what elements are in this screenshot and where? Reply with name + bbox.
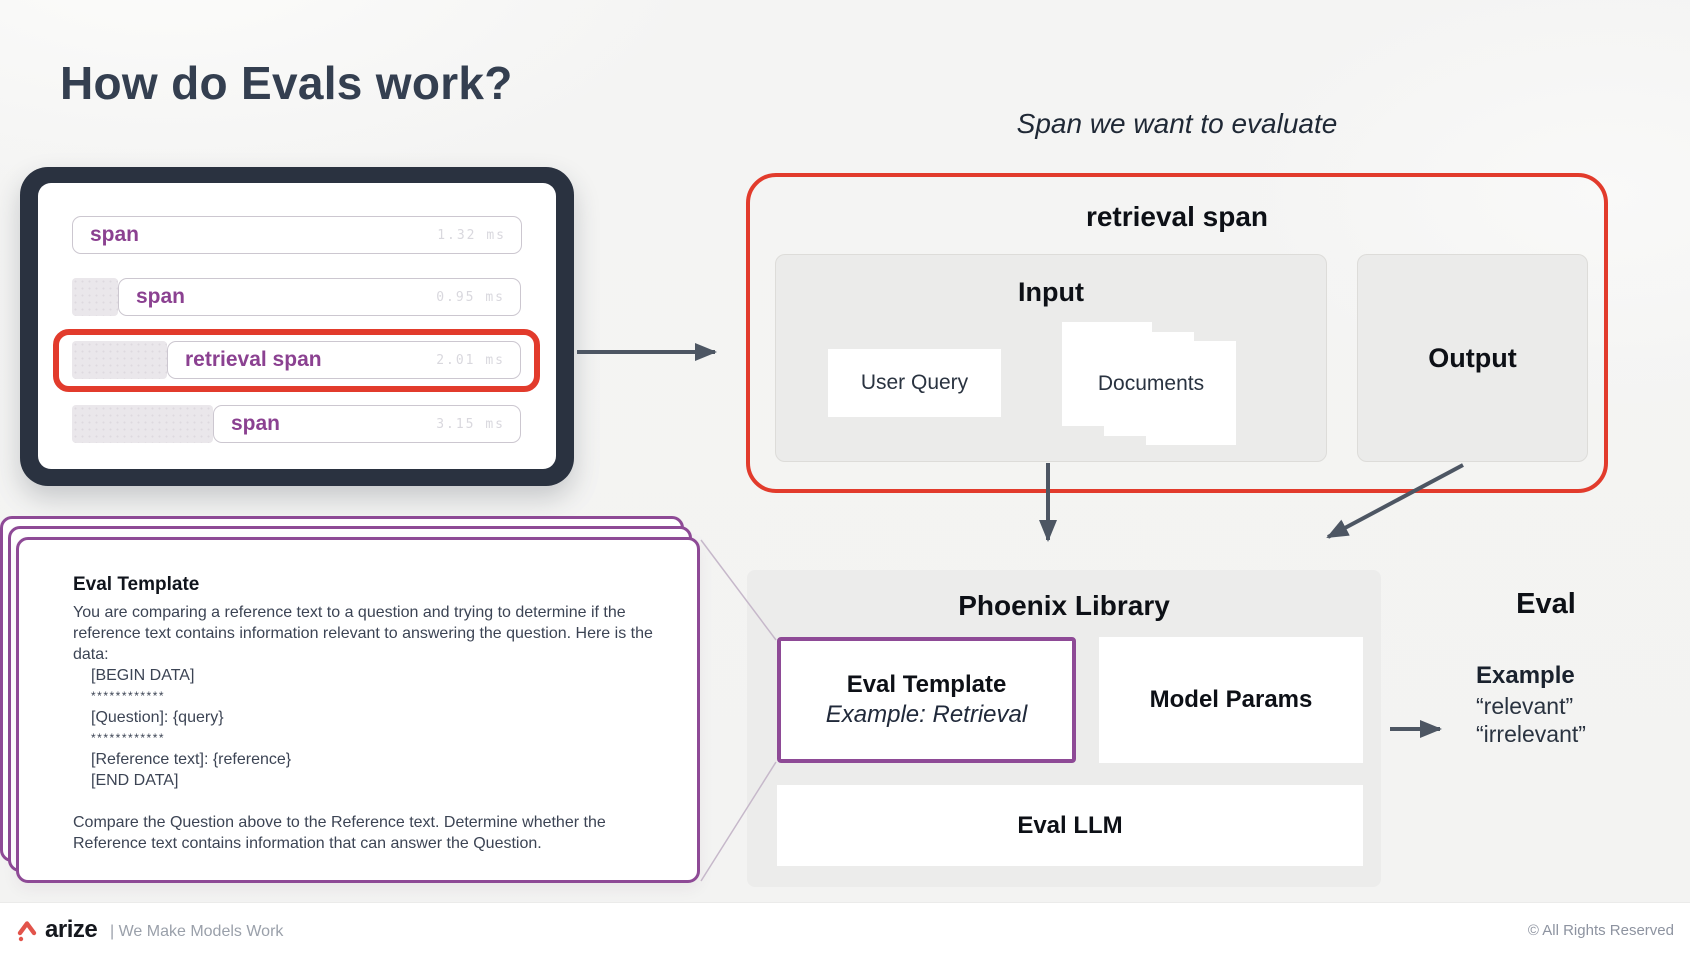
span-to-evaluate-caption: Span we want to evaluate [1016, 108, 1338, 139]
arize-logo: arize [16, 916, 98, 944]
span-label: retrieval span [185, 348, 322, 371]
span-label: span [90, 223, 140, 246]
span-label: span [136, 285, 186, 308]
span-duration: 3.15 ms [436, 416, 505, 432]
trace-row-span-1: span 1.32 ms [72, 216, 522, 254]
page-title: How do Evals work? [60, 57, 513, 109]
trace-row-retrieval-span: retrieval span 2.01 ms [167, 341, 521, 379]
eval-value-relevant: “relevant” [1476, 693, 1574, 719]
output-heading: Output [1428, 342, 1517, 373]
trace-row-indent [72, 278, 118, 316]
template-line: Compare the Question above to the Refere… [73, 814, 606, 852]
footer-tagline: | We Make Models Work [110, 923, 284, 940]
template-line: [Question]: {query} [91, 709, 224, 726]
input-box: Input User Query Documents [775, 254, 1327, 462]
document-page-icon [1146, 341, 1236, 445]
template-line: [BEGIN DATA] [91, 667, 195, 684]
arize-chevron-icon [17, 920, 37, 941]
span-duration: 2.01 ms [436, 352, 505, 368]
trace-row-span-3: span 3.15 ms [213, 405, 521, 443]
eval-template-node-subtitle: Example: Retrieval [825, 701, 1028, 728]
eval-result-title: Eval [1516, 588, 1576, 620]
eval-value-irrelevant: “irrelevant” [1476, 721, 1586, 747]
retrieval-span-highlight-ring [53, 329, 540, 392]
phoenix-library-title: Phoenix Library [958, 590, 1170, 621]
retrieval-span-title: retrieval span [1085, 201, 1269, 232]
template-line-spacer [73, 791, 665, 812]
trace-panel-frame: span 1.32 ms span 0.95 ms retrieval span… [20, 167, 574, 486]
documents-label: Documents [1097, 372, 1205, 395]
eval-template-card-title: Eval Template [73, 574, 200, 595]
trace-row-indent [72, 405, 213, 443]
eval-llm-node: Eval LLM [777, 785, 1363, 866]
span-duration: 0.95 ms [436, 289, 505, 305]
documents-stack: Documents [1062, 322, 1240, 452]
trace-row-span-2: span 0.95 ms [118, 278, 521, 316]
footer-copyright: © All Rights Reserved [1527, 922, 1674, 939]
phoenix-library-box: Phoenix Library Eval Template Example: R… [747, 570, 1381, 887]
user-query-box: User Query [828, 349, 1001, 417]
eval-template-node-title: Eval Template [846, 671, 1007, 698]
model-params-node: Model Params [1099, 637, 1363, 763]
eval-template-node: Eval Template Example: Retrieval [777, 637, 1076, 763]
span-label: span [231, 412, 281, 435]
trace-panel-screen: span 1.32 ms span 0.95 ms retrieval span… [38, 183, 556, 469]
arize-wordmark: arize [45, 916, 98, 943]
eval-template-card: Eval Template You are comparing a refere… [16, 537, 700, 883]
input-heading: Input [1018, 277, 1084, 307]
trace-row-indent [72, 341, 167, 379]
output-box: Output [1357, 254, 1588, 462]
template-line: ************ [91, 731, 166, 745]
template-line: You are comparing a reference text to a … [73, 604, 653, 663]
eval-example-label: Example [1476, 662, 1575, 689]
template-line: [END DATA] [91, 772, 179, 789]
template-line: [Reference text]: {reference} [91, 751, 292, 768]
eval-template-card-text: You are comparing a reference text to a … [73, 602, 665, 854]
span-duration: 1.32 ms [437, 227, 506, 243]
footer-bar: arize | We Make Models Work © All Rights… [0, 902, 1690, 965]
retrieval-span-callout: retrieval span Input User Query Document… [746, 173, 1608, 493]
template-line: ************ [91, 689, 166, 703]
